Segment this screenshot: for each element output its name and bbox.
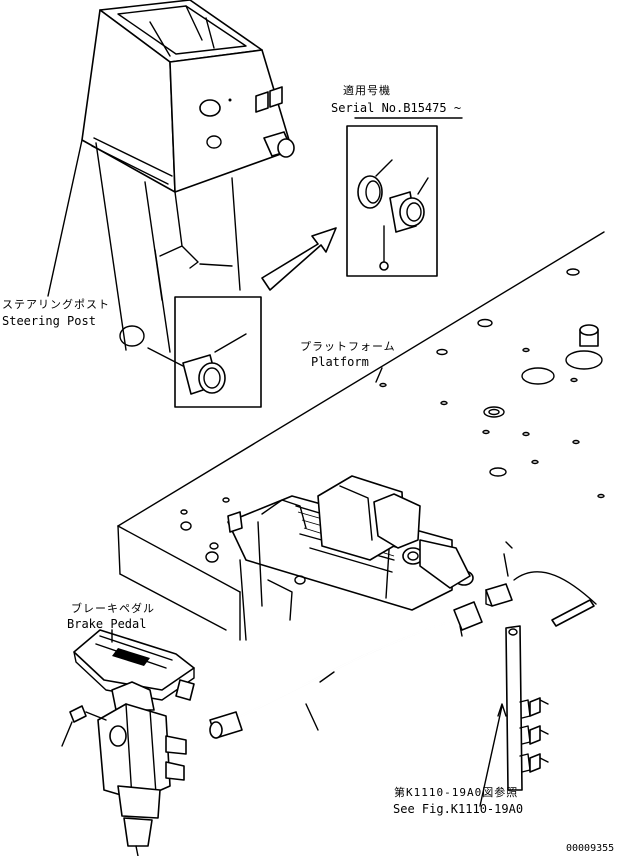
serial-inset bbox=[346, 117, 463, 277]
leader-lines bbox=[47, 139, 507, 807]
see-fig-label: See Fig.K1110-19A0 bbox=[393, 802, 524, 816]
wire-harness bbox=[209, 601, 483, 739]
steering-post-label: Steering Post bbox=[2, 314, 96, 328]
platform bbox=[117, 231, 605, 641]
brake-pedal bbox=[61, 629, 195, 857]
switch-bracket bbox=[485, 541, 597, 791]
serial-label-jp: 適用号機 bbox=[343, 84, 391, 97]
brake-pedal-label-jp: ブレーキペダル bbox=[71, 602, 155, 615]
serial-label: Serial No.B15475 ~ bbox=[331, 101, 462, 115]
platform-label-jp: プラットフォーム bbox=[300, 340, 396, 353]
bushing-detail bbox=[147, 296, 262, 408]
platform-label: Platform bbox=[311, 355, 369, 369]
drawing-number: 00009355 bbox=[566, 843, 615, 854]
direction-arrow bbox=[261, 227, 337, 291]
steering-post-label-jp: ステアリングポスト bbox=[2, 298, 110, 311]
steering-post bbox=[81, 0, 295, 353]
brake-pedal-label: Brake Pedal bbox=[67, 617, 147, 631]
see-fig-label-jp: 第K1110-19A0図参照 bbox=[394, 786, 519, 799]
